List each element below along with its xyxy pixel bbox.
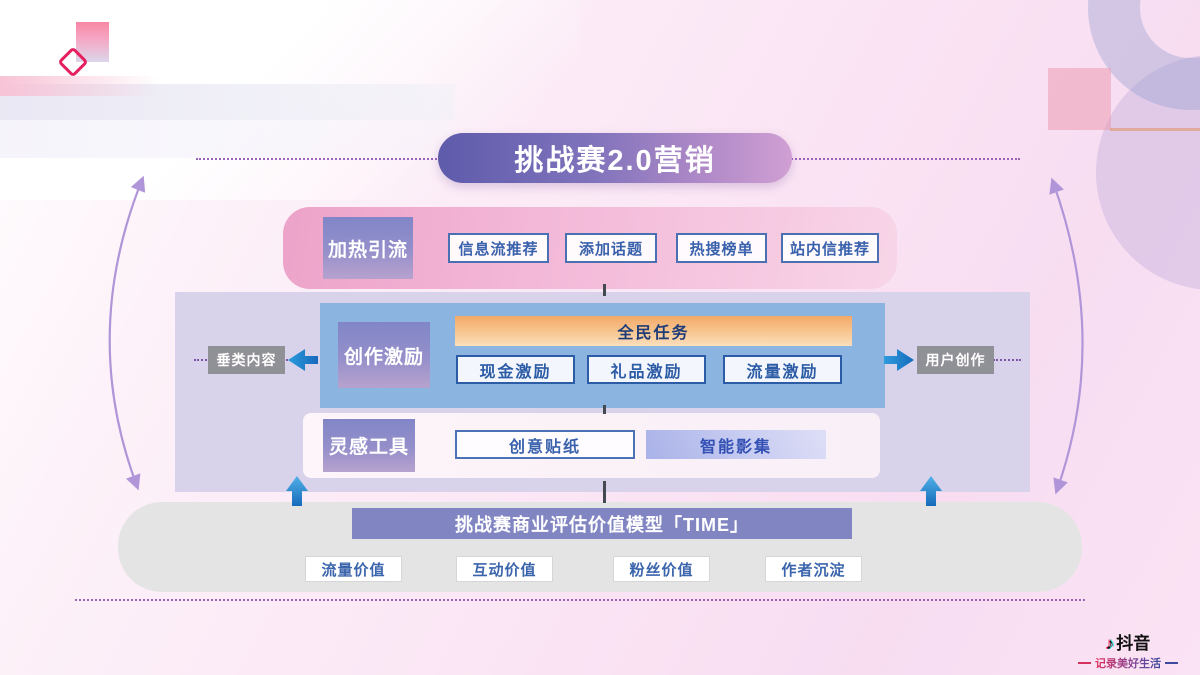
- time-item-interaction-value: 互动价值: [456, 556, 553, 582]
- right-dotted-segment: [993, 359, 1021, 361]
- orange-line-decor: [1110, 128, 1200, 131]
- heating-item-inbox-recommend: 站内信推荐: [781, 233, 879, 263]
- connector-tick-top: [603, 284, 606, 296]
- slogan-dash-left-icon: [1078, 661, 1091, 665]
- heating-item-add-topic: 添加话题: [565, 233, 657, 263]
- brand-name: 抖音: [1116, 634, 1151, 653]
- creation-item-gift: 礼品激励: [587, 355, 706, 384]
- slogan-dash-right-icon: [1165, 661, 1178, 665]
- heating-item-hot-search: 热搜榜单: [676, 233, 767, 263]
- time-item-fans-value: 粉丝价值: [613, 556, 710, 582]
- title-pill: 挑战赛2.0营销: [438, 133, 792, 183]
- cycle-arrow-left-icon: [108, 175, 146, 491]
- bottom-dotted-line: [75, 599, 1085, 601]
- creation-item-cash: 现金激励: [456, 355, 575, 384]
- left-dotted-segment-2: [286, 359, 291, 361]
- connector-tick-middle: [603, 405, 606, 414]
- douyin-logo: ♪抖音 记录美好生活: [1063, 635, 1193, 671]
- brand-slogan: 记录美好生活: [1063, 655, 1193, 671]
- national-task-banner: 全民任务: [455, 316, 852, 346]
- gray-band-decor-2: [0, 120, 455, 158]
- pink-block-decor: [1048, 68, 1111, 130]
- heating-label: 加热引流: [323, 217, 413, 279]
- heating-item-feed-recommend: 信息流推荐: [448, 233, 549, 263]
- inspiration-item-smart-album: 智能影集: [646, 430, 826, 459]
- vertical-content-tag: 垂类内容: [208, 346, 285, 374]
- time-section: 挑战赛商业评估价值模型「TIME」 流量价值 互动价值 粉丝价值 作者沉淀: [118, 502, 1082, 592]
- pink-band-decor: [0, 76, 160, 96]
- inspiration-item-sticker: 创意贴纸: [455, 430, 635, 459]
- user-creation-tag: 用户创作: [917, 346, 994, 374]
- left-dotted-segment: [194, 359, 207, 361]
- time-item-author-retention: 作者沉淀: [765, 556, 862, 582]
- time-item-traffic-value: 流量价值: [305, 556, 402, 582]
- brand-line: ♪抖音: [1063, 635, 1193, 653]
- creation-item-traffic: 流量激励: [723, 355, 842, 384]
- inspiration-label: 灵感工具: [323, 419, 415, 472]
- douyin-note-icon: ♪: [1105, 634, 1115, 653]
- heating-section: 加热引流 信息流推荐 添加话题 热搜榜单 站内信推荐: [283, 207, 897, 289]
- slogan-text: 记录美好生活: [1095, 655, 1161, 671]
- connector-tick-bottom: [603, 481, 606, 503]
- time-model-title: 挑战赛商业评估价值模型「TIME」: [352, 508, 852, 539]
- creation-label: 创作激励: [338, 322, 430, 388]
- inspiration-section: 灵感工具 创意贴纸 智能影集: [303, 413, 880, 478]
- page-title: 挑战赛2.0营销: [514, 145, 716, 177]
- pink-square-decor: [76, 22, 109, 62]
- creation-section: 创作激励 全民任务 现金激励 礼品激励 流量激励: [320, 303, 885, 408]
- cycle-arrow-right-icon: [1049, 177, 1084, 495]
